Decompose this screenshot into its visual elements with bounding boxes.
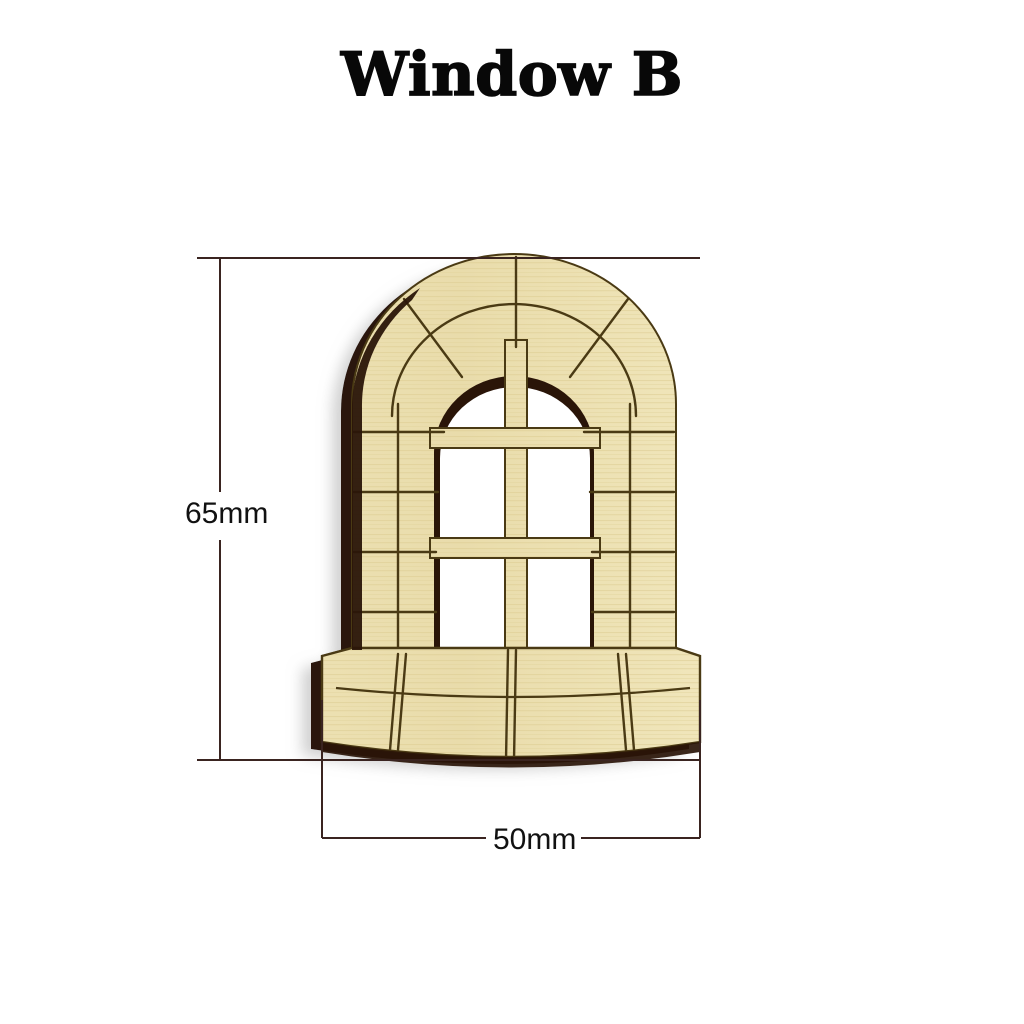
stone-engraving	[352, 255, 676, 660]
page-title: Window B	[340, 40, 683, 110]
burnt-edge-left	[352, 288, 420, 650]
width-dimension-label: 50mm	[488, 821, 582, 859]
window-sill	[320, 646, 702, 768]
height-dimension-label: 65mm	[181, 495, 273, 533]
